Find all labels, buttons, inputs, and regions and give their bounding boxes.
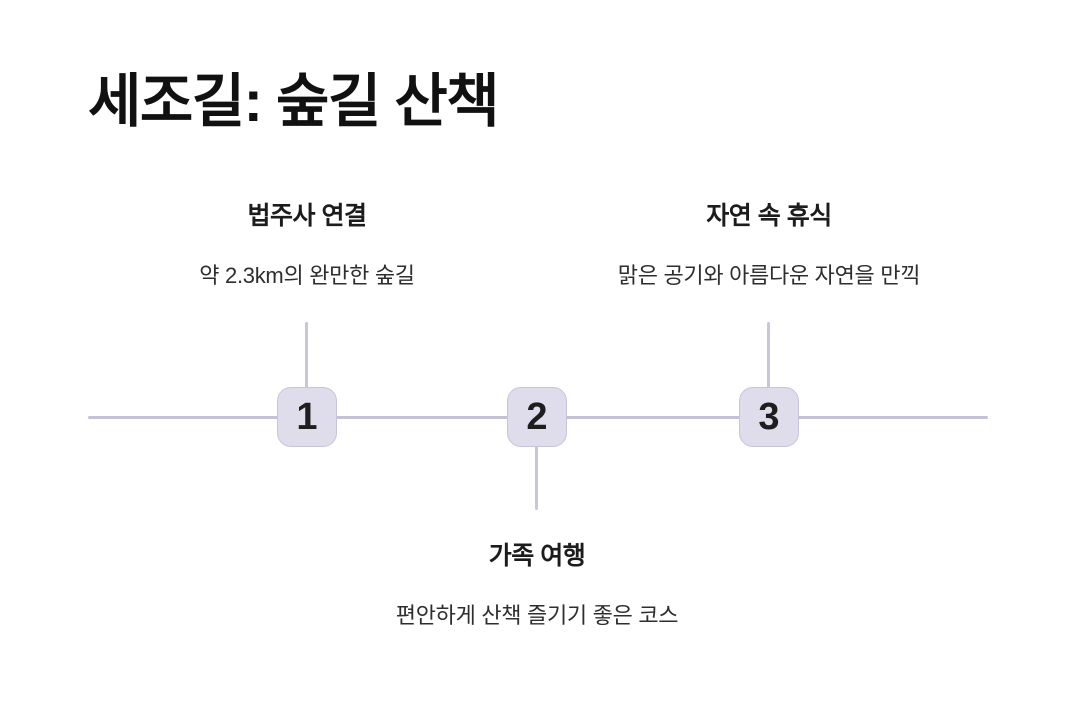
milestone-3-label-group: 자연 속 휴식 맑은 공기와 아름다운 자연을 만끽 (549, 196, 989, 290)
page-title: 세조길: 숲길 산책 (88, 69, 500, 134)
milestone-2-description: 편안하게 산책 즐기기 좋은 코스 (395, 603, 679, 628)
milestone-1-description: 약 2.3km의 완만한 숲길 (199, 263, 415, 288)
milestone-1-connector-line (305, 322, 308, 388)
milestone-1-label-group: 법주사 연결 약 2.3km의 완만한 숲길 (87, 196, 527, 290)
timeline-node-2-number: 2 (526, 396, 548, 438)
milestone-3-connector-line (767, 322, 770, 388)
milestone-2-label-group: 가족 여행 편안하게 산책 즐기기 좋은 코스 (317, 536, 757, 630)
milestone-3-description: 맑은 공기와 아름다운 자연을 만끽 (617, 263, 921, 288)
timeline-node-3: 3 (739, 387, 799, 447)
timeline-node-3-number: 3 (758, 396, 780, 438)
timeline-node-1-number: 1 (296, 396, 318, 438)
timeline-node-2: 2 (507, 387, 567, 447)
timeline-node-1: 1 (277, 387, 337, 447)
milestone-2-connector-line (535, 446, 538, 510)
milestone-2-title: 가족 여행 (488, 542, 586, 570)
milestone-1-title: 법주사 연결 (247, 202, 367, 230)
milestone-3-title: 자연 속 휴식 (706, 202, 832, 230)
